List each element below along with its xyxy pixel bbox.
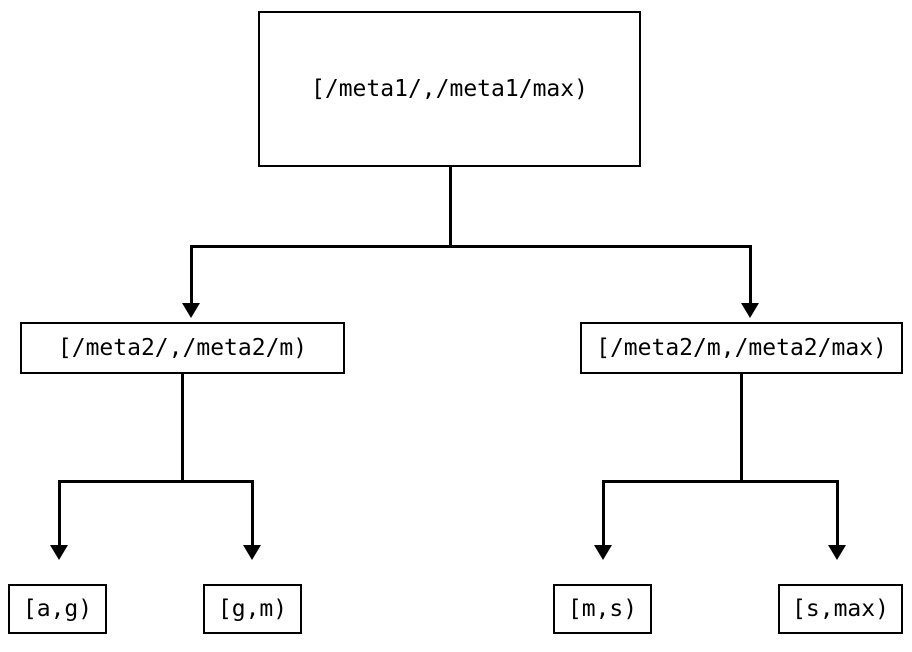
edge-mid-left-to-leaf-gm-drop xyxy=(251,480,254,547)
arrowhead-icon-to-mid-left xyxy=(182,303,200,318)
tree-node-leaf-ms[interactable]: [m,s) xyxy=(553,584,652,634)
tree-node-leaf-smax[interactable]: [s,max) xyxy=(778,584,903,634)
tree-node-leaf-ag[interactable]: [a,g) xyxy=(8,584,107,634)
tree-node-mid-right-label: [/meta2/m,/meta2/max) xyxy=(596,334,887,361)
tree-node-leaf-ms-label: [m,s) xyxy=(567,595,638,622)
tree-node-mid-left[interactable]: [/meta2/,/meta2/m) xyxy=(20,322,345,374)
edge-mid-right-stem xyxy=(740,374,743,482)
edge-left-subtree-horizontal-bar xyxy=(58,480,254,483)
arrowhead-icon-to-leaf-smax xyxy=(828,545,846,560)
tree-node-mid-right[interactable]: [/meta2/m,/meta2/max) xyxy=(580,322,903,374)
tree-node-leaf-smax-label: [s,max) xyxy=(792,595,889,622)
edge-root-stem xyxy=(449,167,452,247)
edge-root-to-mid-right-drop xyxy=(749,245,752,305)
tree-node-root[interactable]: [/meta1/,/meta1/max) xyxy=(258,11,641,167)
arrowhead-icon-to-leaf-gm xyxy=(243,545,261,560)
arrowhead-icon-to-leaf-ms xyxy=(594,545,612,560)
tree-node-leaf-gm-label: [g,m) xyxy=(217,595,288,622)
edge-mid-left-to-leaf-ag-drop xyxy=(58,480,61,547)
edge-mid-right-to-leaf-smax-drop xyxy=(836,480,839,547)
tree-node-mid-left-label: [/meta2/,/meta2/m) xyxy=(57,334,308,361)
edge-mid-left-stem xyxy=(181,374,184,482)
tree-node-leaf-ag-label: [a,g) xyxy=(22,595,93,622)
edge-right-subtree-horizontal-bar xyxy=(602,480,839,483)
edge-root-to-mid-left-drop xyxy=(190,245,193,305)
tree-node-root-label: [/meta1/,/meta1/max) xyxy=(311,75,588,102)
tree-node-leaf-gm[interactable]: [g,m) xyxy=(203,584,302,634)
edge-mid-right-to-leaf-ms-drop xyxy=(602,480,605,547)
arrowhead-icon-to-leaf-ag xyxy=(50,545,68,560)
edge-level1-horizontal-bar xyxy=(190,245,752,248)
arrowhead-icon-to-mid-right xyxy=(741,303,759,318)
